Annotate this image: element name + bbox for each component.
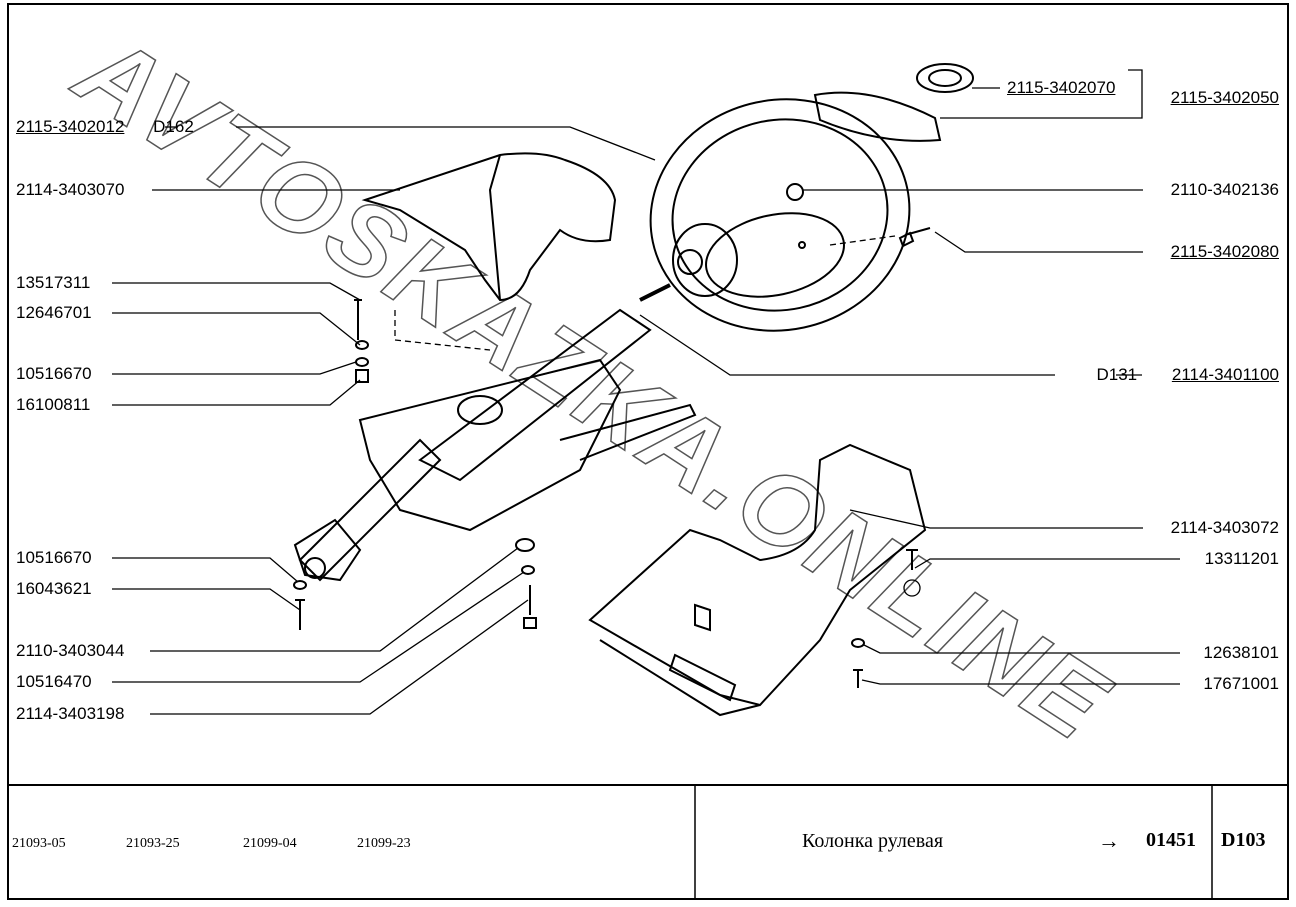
- nut: [355, 369, 369, 383]
- callout-part-code: 2114-3403198: [16, 704, 125, 723]
- lower-shroud: [588, 443, 927, 707]
- washer: [851, 638, 865, 648]
- ref-code: D162: [153, 117, 194, 136]
- parts-sketch: [293, 63, 974, 717]
- diagram-title: Колонка рулевая: [802, 830, 944, 852]
- model-code: 21093-05: [12, 836, 66, 851]
- callout-part-code: 17671001: [1203, 674, 1279, 693]
- horn-pad: [813, 91, 942, 142]
- callout-part-code: 10516670: [16, 364, 92, 383]
- callout-part-code: 2114-3403072: [1170, 518, 1279, 537]
- universal-joint: [293, 518, 362, 582]
- washer: [521, 565, 535, 575]
- callout-part-code: 16100811: [16, 395, 91, 414]
- screw: [898, 227, 931, 248]
- sheet-border: [7, 3, 1289, 900]
- washer: [515, 538, 535, 552]
- ref-code: D131: [1096, 365, 1138, 384]
- stud: [354, 299, 362, 340]
- callout-part-code: 2114-3403070: [16, 180, 125, 199]
- model-code: 21099-23: [357, 836, 411, 851]
- callout-part-code: 2110-3402136: [1170, 180, 1279, 199]
- callout-part-code: 16043621: [16, 579, 92, 598]
- steering-column: [293, 283, 697, 582]
- arrow-icon: →: [1098, 828, 1120, 853]
- callout-2115-3402012: 2115-3402012 D162: [16, 117, 194, 137]
- callout-part-code: 10516470: [16, 672, 92, 691]
- callout-part-code: 2115-3402070: [1007, 78, 1116, 97]
- part-code: 2114-3401100: [1171, 365, 1279, 384]
- screw: [523, 585, 537, 629]
- screw: [906, 549, 918, 570]
- screw: [853, 669, 863, 688]
- callout-part-code: 13311201: [1204, 549, 1279, 568]
- washer: [355, 340, 369, 350]
- callout-part-code: 2115-3402050: [1170, 88, 1279, 107]
- group-code: 01451: [1146, 829, 1196, 851]
- callout-part-code: 12646701: [16, 303, 92, 322]
- callout-part-code: 10516670: [16, 548, 92, 567]
- callout-part-code: 12638101: [1203, 643, 1279, 662]
- model-code: 21093-25: [126, 836, 180, 851]
- model-code: 21099-04: [243, 836, 297, 851]
- emblem: [916, 63, 974, 93]
- upper-shroud: [361, 152, 617, 302]
- callout-part-code: 13517311: [16, 273, 91, 292]
- leader-lines: [112, 69, 1180, 715]
- washer: [355, 357, 369, 367]
- callout-part-code: 2110-3403044: [16, 641, 125, 660]
- washer: [293, 580, 307, 590]
- part-code: 2115-3402012: [16, 117, 125, 136]
- callout-2114-3401100: D131 2114-3401100: [1096, 365, 1279, 385]
- steering-wheel: [649, 98, 911, 332]
- bolt: [295, 599, 305, 630]
- page-code: D103: [1221, 829, 1266, 851]
- callout-part-code: 2115-3402080: [1170, 242, 1279, 261]
